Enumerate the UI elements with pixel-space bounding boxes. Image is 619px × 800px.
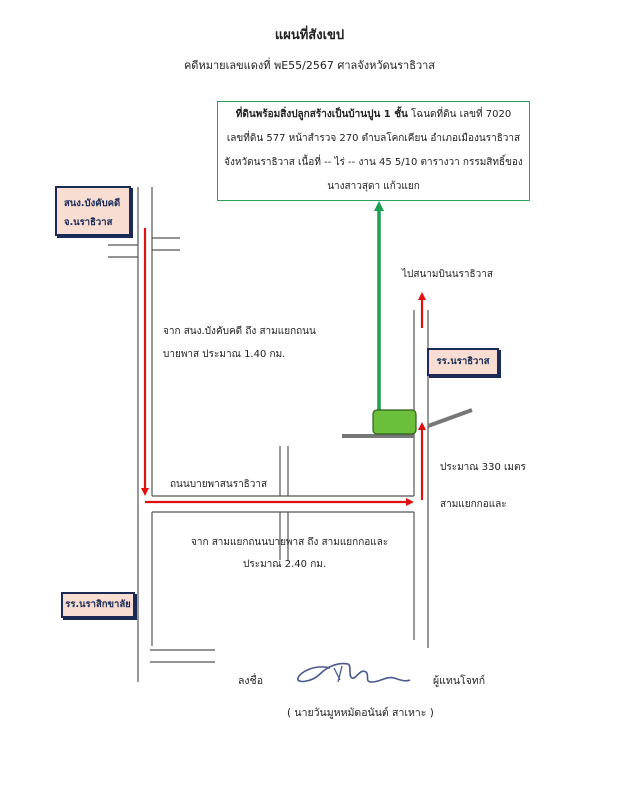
property-line-2: เลขที่ดิน 577 หน้าสำรวจ 270 ตำบลโคกเคียน… (226, 133, 521, 144)
property-type: ที่ดินพร้อมสิ่งปลูกสร้างเป็นบ้านปูน 1 ชั… (235, 109, 408, 120)
bypass-road (150, 446, 414, 663)
school-narasikhalai-label: รร.นราสิกขาลัย (61, 592, 135, 618)
handwritten-signature (297, 662, 411, 683)
route1-description: จาก สนง.บังคับคดี ถึง สามแยกถนน (163, 326, 316, 337)
side-road (342, 408, 473, 438)
bypass-road-label: ถนนบายพาสนราธิวาส (170, 479, 268, 490)
to-airport-label: ไปสนามบินนราธิวาส (402, 269, 493, 280)
court-office-province: จ.นราธิวาส (64, 217, 113, 228)
signer-role: ผู้แทนโจทก์ (433, 675, 486, 687)
route (141, 228, 426, 506)
distance-330-label: ประมาณ 330 เมตร (440, 462, 526, 473)
left-road (108, 187, 180, 682)
signer-name: ( นายวันมูหหมัดอนันต์ สาเหาะ ) (287, 707, 434, 719)
property-line-1: ที่ดินพร้อมสิ่งปลูกสร้างเป็นบ้านปูน 1 ชั… (218, 103, 529, 127)
sign-label: ลงชื่อ (238, 675, 263, 687)
property-owner: นางสาวสุดา แก้วแยก (327, 181, 420, 192)
page-title: แผนที่สังเขป (274, 28, 345, 43)
route2-distance: ประมาณ 2.40 กม. (243, 559, 327, 570)
school-narathiwat-label: รร.นราธิวาส (427, 348, 499, 376)
route2-description: จาก สามแยกถนนบายพาส ถึง สามแยกกอและ (191, 537, 389, 548)
court-office-name: สนง.บังคับคดี (64, 198, 121, 209)
kokae-junction-label: สามแยกกอและ (440, 499, 507, 510)
case-number: คดีหมายเลขแดงที่ พE55/2567 ศาลจังหวัดนรา… (183, 59, 436, 72)
property-marker (372, 409, 417, 435)
property-line-3: จังหวัดนราธิวาส เนื้อที่ -- ไร่ -- งาน 4… (224, 157, 523, 168)
property-info-box: ที่ดินพร้อมสิ่งปลูกสร้างเป็นบ้านปูน 1 ชั… (217, 101, 530, 201)
court-office-label: สนง.บังคับคดี จ.นราธิวาส (55, 186, 131, 236)
route1-distance: บายพาส ประมาณ 1.40 กม. (163, 349, 286, 360)
deed-number: โฉนดที่ดิน เลขที่ 7020 (407, 109, 512, 120)
